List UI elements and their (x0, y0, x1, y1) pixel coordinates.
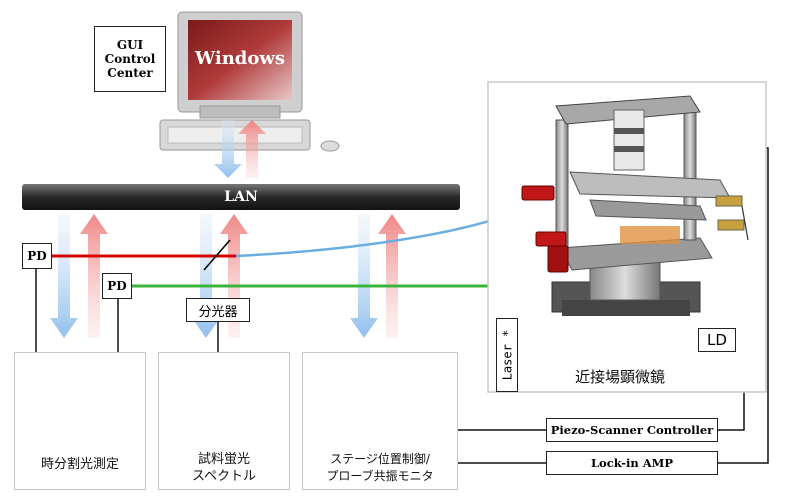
spectrometer-box: 分光器 (186, 298, 250, 322)
pc-caption-3: ステージ位置制御/ プローブ共振モニタ (303, 451, 457, 485)
gui-control-center-box: GUI Control Center (94, 26, 166, 92)
lan-uplink-arrow (238, 120, 266, 178)
piezo-scanner-controller-box: Piezo-Scanner Controller (546, 418, 718, 442)
pc-caption-2-line2: スペクトル (191, 469, 257, 484)
gui-label-line3: Center (107, 66, 153, 80)
gui-label-line2: Control (104, 52, 156, 66)
pc-caption-1-line1: 時分割光測定 (40, 457, 119, 472)
pc-caption-3-line1: ステージ位置制御/ (330, 452, 430, 466)
photodetector-mid: PD (102, 273, 132, 299)
linux-pc-panel-1: Linux 時分割光測定 (14, 352, 146, 490)
linux-screen-label-1: Linux (50, 393, 86, 406)
laser-label: Laser * (500, 329, 515, 381)
beam-mirror-left (203, 239, 231, 271)
lan-bus (22, 184, 460, 210)
lock-in-amp-box: Lock-in AMP (546, 451, 718, 475)
microscope-label: 近接場顕微鏡 (574, 368, 665, 386)
lan-pc-arrows (50, 214, 406, 338)
linux-pc-panel-2: Linux 試料蛍光 スペクトル (158, 352, 290, 490)
pc-caption-1: 時分割光測定 (15, 456, 145, 473)
linux-screen-label-3: Linux (364, 393, 400, 406)
lan-downlink-arrow (214, 120, 242, 178)
gui-label-line1: GUI (116, 38, 144, 52)
linux-screen-label-2: Linux (196, 393, 232, 406)
photodetector-top: PD (22, 243, 52, 269)
near-field-microscope-icon (521, 95, 749, 316)
laser-diode-box: LD (698, 328, 736, 352)
windows-computer-icon (159, 11, 340, 152)
pc-caption-2: 試料蛍光 スペクトル (159, 451, 289, 485)
pc-caption-3-line2: プローブ共振モニタ (326, 469, 434, 483)
laser-box: Laser * (496, 318, 518, 392)
linux-pc-panel-3: Linux ステージ位置制御/ プローブ共振モニタ (302, 352, 458, 490)
lan-label: LAN (224, 189, 258, 205)
windows-screen-label: Windows (194, 48, 286, 69)
pc-caption-2-line1: 試料蛍光 (197, 452, 250, 467)
